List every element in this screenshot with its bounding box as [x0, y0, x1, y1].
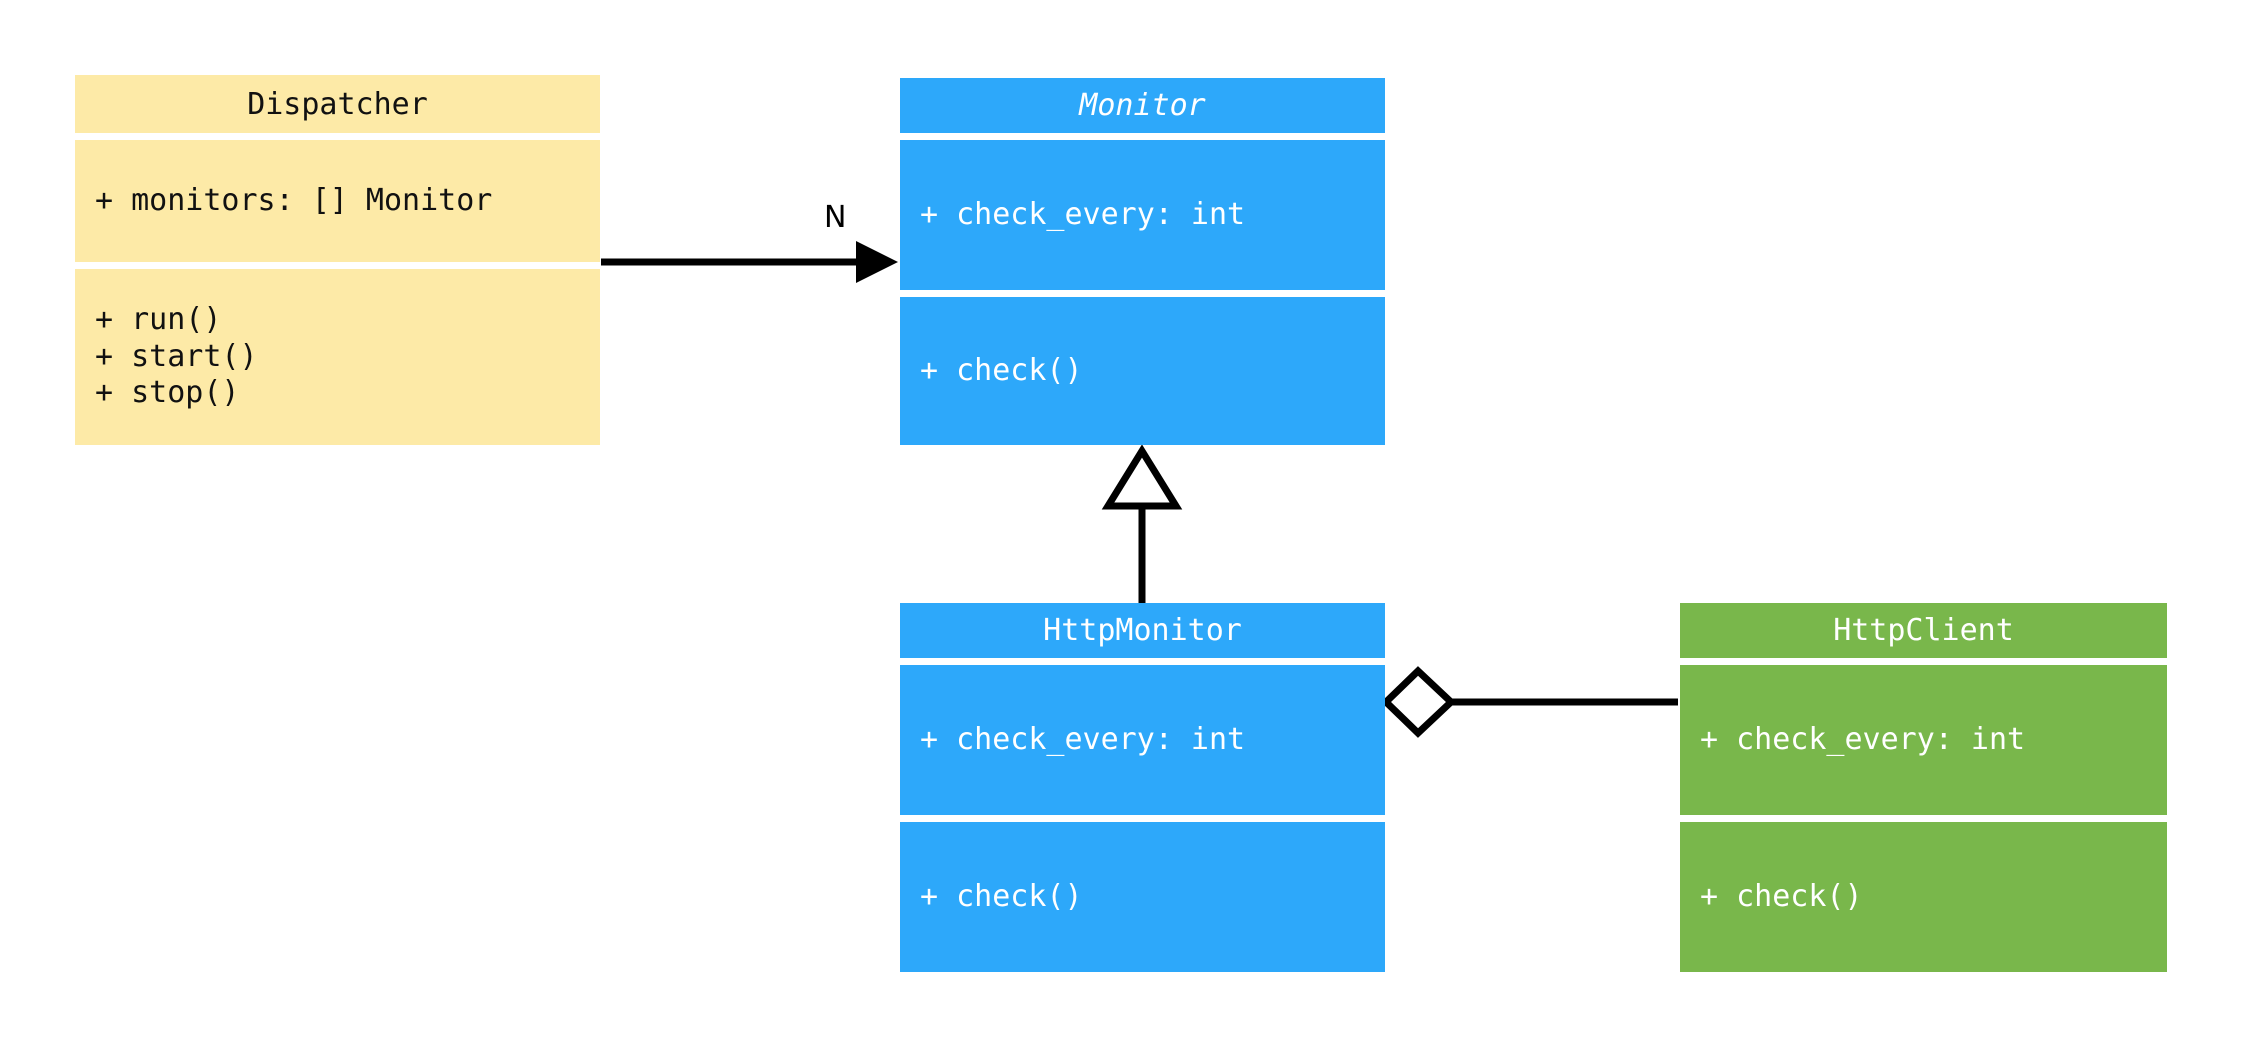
class-methods-dispatcher: + run() + start() + stop() [75, 269, 600, 445]
class-box-dispatcher[interactable]: Dispatcher + monitors: [] Monitor + run(… [75, 75, 600, 445]
class-box-monitor[interactable]: Monitor + check_every: int + check() [900, 78, 1385, 445]
class-attributes-monitor: + check_every: int [900, 140, 1385, 290]
hollow-triangle-head-icon [1101, 444, 1183, 510]
filled-arrow-head-icon [856, 241, 898, 283]
class-title-dispatcher: Dispatcher [75, 75, 600, 133]
class-methods-httpmonitor: + check() [900, 822, 1385, 972]
class-title-httpclient: HttpClient [1680, 603, 2167, 658]
class-methods-monitor: + check() [900, 297, 1385, 445]
class-attributes-dispatcher: + monitors: [] Monitor [75, 140, 600, 262]
class-attributes-httpmonitor: + check_every: int [900, 665, 1385, 815]
method-row: + check() [1700, 878, 1863, 914]
relationship-httpmonitor-aggregates-httpclient[interactable] [1380, 666, 1678, 738]
method-row: + check() [920, 352, 1083, 388]
class-box-httpmonitor[interactable]: HttpMonitor + check_every: int + check() [900, 603, 1385, 972]
class-title-monitor: Monitor [900, 78, 1385, 133]
method-row: + check() [920, 878, 1083, 914]
relationship-dispatcher-to-monitor[interactable] [601, 241, 898, 283]
class-box-httpclient[interactable]: HttpClient + check_every: int + check() [1680, 603, 2167, 972]
method-row: + run() [95, 302, 222, 338]
attribute-row: + check_every: int [920, 721, 1246, 757]
attribute-row: + monitors: [] Monitor [95, 182, 493, 218]
relationship-httpmonitor-inherits-monitor[interactable] [1101, 444, 1183, 608]
class-title-httpmonitor: HttpMonitor [900, 603, 1385, 658]
attribute-row: + check_every: int [920, 196, 1246, 232]
class-methods-httpclient: + check() [1680, 822, 2167, 972]
class-attributes-httpclient: + check_every: int [1680, 665, 2167, 815]
method-row: + start() [95, 338, 258, 374]
association-multiplicity-label: N [824, 200, 847, 235]
hollow-diamond-head-icon [1380, 666, 1457, 738]
method-row: + stop() [95, 375, 240, 411]
attribute-row: + check_every: int [1700, 721, 2026, 757]
